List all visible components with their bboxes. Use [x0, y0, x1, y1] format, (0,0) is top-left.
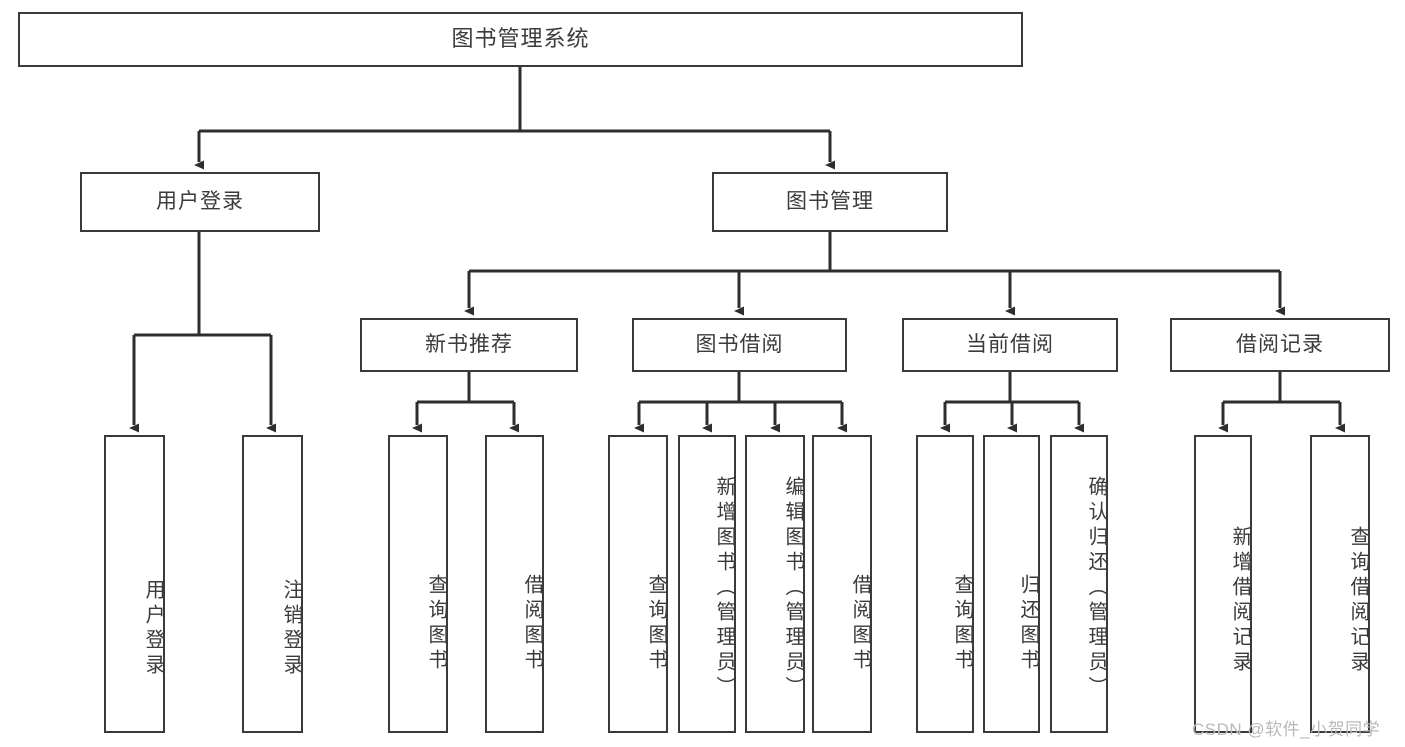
node-root-label: 图书管理系统	[451, 26, 590, 52]
node-borrow-record-label: 借阅记录	[1236, 333, 1324, 357]
leaf-current-borrow-1-label: 查询图书	[951, 574, 973, 674]
leaf-new-book-1-label: 查询图书	[425, 574, 447, 674]
leaf-book-borrow-4-label: 借阅图书	[849, 574, 871, 674]
leaf-borrow-record-2[interactable]: 查询借阅记录	[1310, 435, 1370, 733]
leaf-current-borrow-3-label: 确认归还（管理员）	[1085, 475, 1107, 701]
leaf-book-borrow-2-label: 新增图书（管理员）	[713, 475, 735, 701]
node-book-manage-label: 图书管理	[786, 190, 874, 214]
node-current-borrow[interactable]: 当前借阅	[902, 318, 1118, 372]
leaf-new-book-2-label: 借阅图书	[521, 574, 543, 674]
leaf-book-borrow-3[interactable]: 编辑图书（管理员）	[745, 435, 805, 733]
node-user-login[interactable]: 用户登录	[80, 172, 320, 232]
leaf-book-borrow-1-label: 查询图书	[645, 574, 667, 674]
node-borrow-record[interactable]: 借阅记录	[1170, 318, 1390, 372]
leaf-user-login-1[interactable]: 用户登录	[104, 435, 165, 733]
leaf-book-borrow-1[interactable]: 查询图书	[608, 435, 668, 733]
leaf-new-book-1[interactable]: 查询图书	[388, 435, 448, 733]
node-new-book-recommend-label: 新书推荐	[425, 333, 513, 357]
leaf-new-book-2[interactable]: 借阅图书	[485, 435, 544, 733]
leaf-current-borrow-2[interactable]: 归还图书	[983, 435, 1040, 733]
leaf-borrow-record-2-label: 查询借阅记录	[1347, 526, 1369, 676]
node-book-borrow[interactable]: 图书借阅	[632, 318, 847, 372]
leaf-current-borrow-2-label: 归还图书	[1017, 574, 1039, 674]
leaf-borrow-record-1-label: 新增借阅记录	[1229, 526, 1251, 676]
leaf-book-borrow-3-label: 编辑图书（管理员）	[782, 475, 804, 701]
leaf-user-login-1-label: 用户登录	[142, 579, 164, 679]
leaf-book-borrow-2[interactable]: 新增图书（管理员）	[678, 435, 736, 733]
node-current-borrow-label: 当前借阅	[966, 333, 1054, 357]
leaf-borrow-record-1[interactable]: 新增借阅记录	[1194, 435, 1252, 733]
node-root[interactable]: 图书管理系统	[18, 12, 1023, 67]
node-book-manage[interactable]: 图书管理	[712, 172, 948, 232]
csdn-watermark: CSDN @软件_小贺同学	[1192, 720, 1381, 739]
node-book-borrow-label: 图书借阅	[695, 333, 784, 357]
node-user-login-label: 用户登录	[156, 190, 244, 214]
leaf-current-borrow-1[interactable]: 查询图书	[916, 435, 974, 733]
leaf-user-login-2-label: 注销登录	[280, 579, 302, 679]
node-new-book-recommend[interactable]: 新书推荐	[360, 318, 578, 372]
leaf-user-login-2[interactable]: 注销登录	[242, 435, 303, 733]
leaf-book-borrow-4[interactable]: 借阅图书	[812, 435, 872, 733]
leaf-current-borrow-3[interactable]: 确认归还（管理员）	[1050, 435, 1108, 733]
